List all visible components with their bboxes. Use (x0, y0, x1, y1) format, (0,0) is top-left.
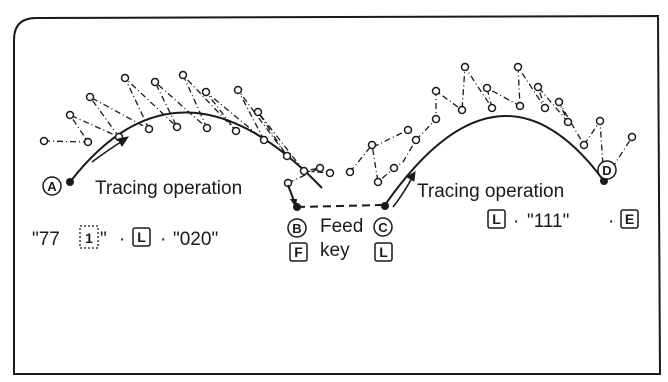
c-key-box: L (374, 242, 393, 262)
left-seq-part2: " (100, 229, 107, 250)
right-seq-e-key-box (620, 209, 639, 229)
left-seq-dot2: · (160, 229, 166, 250)
probe-points (39, 62, 637, 188)
left-seq-l-key: L (137, 229, 146, 245)
left-probe-zigzag (43, 74, 331, 184)
feed-path (296, 204, 383, 208)
right-seq-l-key: L (492, 211, 501, 227)
point-d-marker: D (597, 160, 617, 180)
right-tracing-arc (384, 115, 605, 206)
point-c-marker: C (373, 217, 393, 237)
point-b-marker: B (287, 218, 307, 238)
key-label: key (320, 240, 350, 261)
left-seq-part1: "77 (32, 229, 60, 250)
right-command-sequence: L · "111" · E (487, 209, 639, 232)
left-seq-dot1: · (119, 229, 125, 250)
c-key-letter: L (379, 244, 388, 260)
right-seq-l-key-box (487, 209, 506, 229)
point-d-label: D (602, 163, 611, 178)
point-c-label: C (378, 220, 388, 235)
tracing-operation-left-label: Tracing operation (95, 178, 242, 199)
left-command-sequence: "77 1 " · L · "020" (32, 225, 218, 250)
feed-key-letter: F (294, 244, 303, 260)
right-seq-e-key: E (625, 211, 634, 227)
tracing-operation-right-label: Tracing operation (417, 181, 564, 202)
left-seq-digit-box (79, 225, 99, 249)
feed-label: Feed (320, 216, 363, 237)
right-seq-dot1: · (513, 211, 519, 232)
feed-key-box: F (289, 242, 308, 262)
point-a-label: A (47, 179, 57, 194)
point-b-label: B (292, 221, 301, 236)
left-seq-boxed-digit: 1 (85, 230, 93, 246)
frame (13, 14, 662, 375)
key-points (66, 177, 608, 211)
right-seq-dot2: · (608, 211, 614, 232)
right-seq-part1: "111" (527, 211, 569, 232)
point-a-marker: A (42, 176, 62, 196)
tracing-direction-arrows (91, 136, 416, 208)
left-seq-part3: "020" (173, 229, 218, 250)
left-seq-l-key-box (132, 227, 151, 247)
